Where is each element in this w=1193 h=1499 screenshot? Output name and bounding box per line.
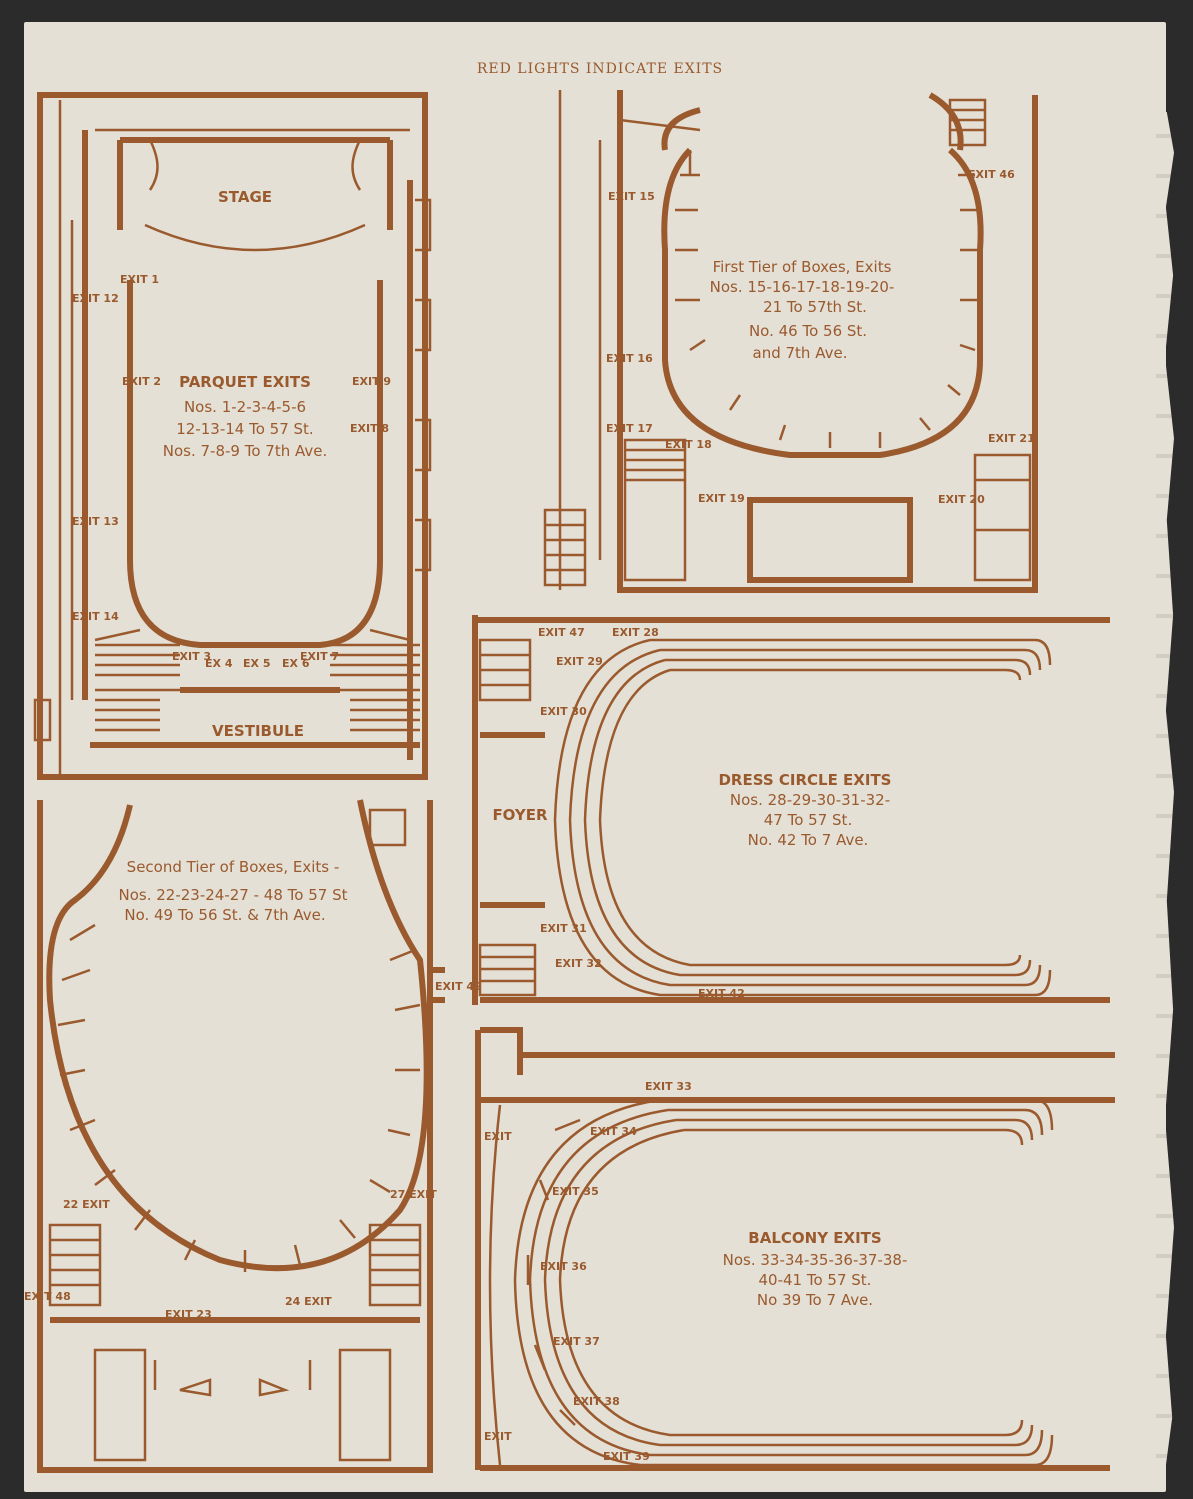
dress-circle-plan: FOYER DRESS CIRCLE EXITS Nos. 28-29-30-3… xyxy=(472,615,1110,1005)
exit-23: EXIT 23 xyxy=(165,1308,212,1321)
exit-33: EXIT 33 xyxy=(645,1080,692,1093)
foyer-label: FOYER xyxy=(492,806,548,824)
exit-28: EXIT 28 xyxy=(612,626,659,639)
exit-29: EXIT 29 xyxy=(556,655,603,668)
vestibule-label: VESTIBULE xyxy=(212,722,304,740)
second-tier-line-1: Second Tier of Boxes, Exits - xyxy=(127,858,340,876)
exit-49: EXIT 49 xyxy=(435,980,482,993)
exit-12: EXIT 12 xyxy=(72,292,119,305)
exit-27: 27 EXIT xyxy=(390,1188,437,1201)
exit-13: EXIT 13 xyxy=(72,515,119,528)
exit-30: EXIT 30 xyxy=(540,705,587,718)
exit-2: EXIT 2 xyxy=(122,375,161,388)
exit-19: EXIT 19 xyxy=(698,492,745,505)
first-tier-line-1: First Tier of Boxes, Exits xyxy=(713,258,892,276)
balcony-title: BALCONY EXITS xyxy=(748,1229,881,1247)
second-tier-line-3: No. 49 To 56 St. & 7th Ave. xyxy=(124,906,325,924)
parquet-line-2: 12-13-14 To 57 St. xyxy=(176,420,313,438)
exit-38: EXIT 38 xyxy=(573,1395,620,1408)
balcony-line-1: Nos. 33-34-35-36-37-38- xyxy=(723,1251,908,1269)
exit-47: EXIT 47 xyxy=(538,626,585,639)
parquet-title: PARQUET EXITS xyxy=(179,373,311,391)
dress-circle-line-2: 47 To 57 St. xyxy=(764,811,852,829)
exit-9: EXIT 9 xyxy=(352,375,391,388)
exit-21: EXIT 21 xyxy=(988,432,1035,445)
balcony-line-2: 40-41 To 57 St. xyxy=(759,1271,872,1289)
exit-5: EX 5 xyxy=(243,657,270,670)
page-header: RED LIGHTS INDICATE EXITS xyxy=(477,61,723,77)
exit-4: EX 4 xyxy=(205,657,233,670)
exit-20: EXIT 20 xyxy=(938,493,985,506)
exit-22: 22 EXIT xyxy=(63,1198,110,1211)
dress-circle-line-3: No. 42 To 7 Ave. xyxy=(748,831,869,849)
balcony-rows xyxy=(488,1098,1054,1467)
exit-34: EXIT 34 xyxy=(590,1125,637,1138)
balcony-plan: BALCONY EXITS Nos. 33-34-35-36-37-38- 40… xyxy=(475,1027,1115,1471)
exit-35: EXIT 35 xyxy=(552,1185,599,1198)
dress-circle-line-1: Nos. 28-29-30-31-32- xyxy=(730,791,890,809)
exit-1: EXIT 1 xyxy=(120,273,159,286)
exit-46: EXIT 46 xyxy=(968,168,1015,181)
program-page xyxy=(24,22,1166,1492)
exit-42: EXIT 42 xyxy=(698,987,745,1000)
exit-3: EXIT 3 xyxy=(172,650,211,663)
exit-32: EXIT 32 xyxy=(555,957,602,970)
exit-39: EXIT 39 xyxy=(603,1450,650,1463)
exit-48: EXIT 48 xyxy=(24,1290,71,1303)
first-tier-line-5: and 7th Ave. xyxy=(753,344,848,362)
exit-31: EXIT 31 xyxy=(540,922,587,935)
parquet-line-3: Nos. 7-8-9 To 7th Ave. xyxy=(163,442,328,460)
first-tier-line-4: No. 46 To 56 St. xyxy=(749,322,867,340)
exit-24: 24 EXIT xyxy=(285,1295,332,1308)
second-tier-line-2: Nos. 22-23-24-27 - 48 To 57 St xyxy=(119,886,348,904)
second-tier-plan: Second Tier of Boxes, Exits - Nos. 22-23… xyxy=(24,799,482,1473)
exit-37: EXIT 37 xyxy=(553,1335,600,1348)
exit-left-top: EXIT xyxy=(484,1130,512,1143)
dress-circle-title: DRESS CIRCLE EXITS xyxy=(718,771,891,789)
exit-6: EX 6 xyxy=(282,657,310,670)
exit-36: EXIT 36 xyxy=(540,1260,587,1273)
dress-circle-rows xyxy=(553,638,1052,997)
exit-15: EXIT 15 xyxy=(608,190,655,203)
exit-14: EXIT 14 xyxy=(72,610,119,623)
first-tier-line-3: 21 To 57th St. xyxy=(763,298,867,316)
exit-left-bottom: EXIT xyxy=(484,1430,512,1443)
exit-18: EXIT 18 xyxy=(665,438,712,451)
balcony-line-3: No 39 To 7 Ave. xyxy=(757,1291,873,1309)
stage-label: STAGE xyxy=(218,188,272,206)
exit-16: EXIT 16 xyxy=(606,352,653,365)
exit-8: EXIT 8 xyxy=(350,422,389,435)
first-tier-line-2: Nos. 15-16-17-18-19-20- xyxy=(710,278,895,296)
exit-17: EXIT 17 xyxy=(606,422,653,435)
exit-7: EXIT 7 xyxy=(300,650,339,663)
first-tier-plan: First Tier of Boxes, Exits Nos. 15-16-17… xyxy=(543,90,1038,593)
parquet-line-1: Nos. 1-2-3-4-5-6 xyxy=(184,398,306,416)
parquet-plan: STAGE VESTIBULE PARQUET EXITS Nos. 1-2-3… xyxy=(33,92,432,780)
